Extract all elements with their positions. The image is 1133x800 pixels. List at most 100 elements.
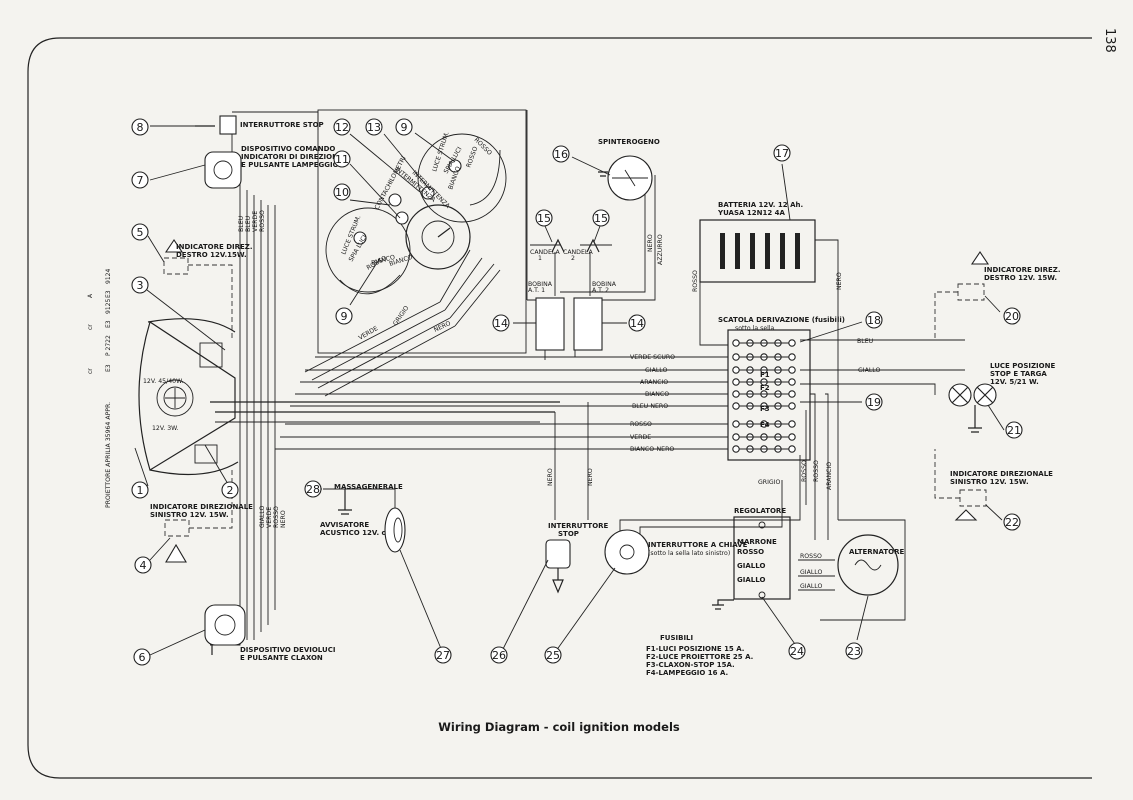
ind-dir-destro-left-2: DESTRO 12V.15W.: [176, 251, 247, 259]
callout-10: 10: [333, 183, 351, 201]
callout-5: 5: [131, 223, 149, 241]
callout-14a: 14: [492, 314, 510, 332]
callout-3-label: 3: [137, 279, 144, 292]
wire-vl-3: VERDE: [252, 211, 259, 232]
ind-dir-destro-left-1: INDICATORE DIREZ.: [176, 243, 253, 251]
junction-terminals: [732, 339, 796, 453]
wire-reg-rosso: ROSSO: [800, 553, 822, 560]
battery-cells: [720, 233, 800, 269]
fuse-box-f2: F2: [760, 384, 770, 392]
wire-azzurro: AZZURRO: [657, 234, 664, 265]
wire-nero-right: NERO: [587, 468, 594, 486]
junction-terminal: [732, 390, 740, 398]
junction-terminal: [788, 366, 796, 374]
diagram-caption: Wiring Diagram - coil ignition models: [438, 720, 680, 734]
callout-15b-label: 15: [594, 212, 608, 225]
projector-codes: cr E3 P 2722 cr E3 9125 A E3 9124: [87, 269, 112, 374]
ind-dir-destro-right-1: INDICATORE DIREZ.: [984, 266, 1061, 274]
callout-15b: 15: [592, 209, 610, 227]
candela-2-b: 2: [571, 255, 575, 262]
callout-21-label: 21: [1007, 424, 1021, 437]
callout-4-label: 4: [140, 559, 147, 572]
callout-12-label: 12: [335, 121, 349, 134]
callout-1: 1: [131, 481, 149, 499]
wire-reg-giallo-1: GIALLO: [800, 569, 823, 576]
junction-box: F1 F2 F3 F4 SCATOLA DERIVAZIONE (fusibil…: [718, 316, 845, 461]
junction-terminal: [788, 433, 796, 441]
reg-terminal-rosso: ROSSO: [737, 548, 764, 556]
callout-27: 27: [434, 646, 452, 664]
candela-1-a: CANDELA: [530, 249, 560, 256]
callout-4: 4: [134, 556, 152, 574]
callout-19: 19: [865, 393, 883, 411]
scatola-label-1: SCATOLA DERIVAZIONE (fusibili): [718, 316, 845, 324]
callout-22: 22: [1003, 513, 1021, 531]
junction-terminal: [732, 445, 740, 453]
alternatore-label: ALTERNATORE: [849, 548, 905, 556]
interruttore-chiave-2: (sotto la sella lato sinistro): [648, 550, 730, 557]
junction-terminal: [788, 420, 796, 428]
candela-2-a: CANDELA: [563, 249, 593, 256]
callout-23-label: 23: [847, 645, 861, 658]
projector-code-e3c: E3: [105, 290, 112, 298]
wire-vb-2: VERDE: [266, 507, 273, 528]
indicator-rear-left: INDICATORE DIREZIONALE SINISTRO 12V. 15W…: [934, 449, 1053, 521]
callout-22-label: 22: [1005, 516, 1019, 529]
callout-18: 18: [865, 311, 883, 329]
interruttore-stop-center-1: INTERRUTTORE: [548, 522, 609, 530]
ind-dir-sinistro-left-1: INDICATORE DIREZIONALE: [150, 503, 253, 511]
callout-2: 2: [221, 481, 239, 499]
junction-terminal: [788, 339, 796, 347]
callout-5-label: 5: [137, 226, 144, 239]
reg-terminal-giallo-1: GIALLO: [737, 562, 765, 570]
callout-11-label: 11: [335, 153, 349, 166]
spark-plugs-and-coils: CANDELA 1 CANDELA 2 BOBINA A.T. 1 BOBINA…: [528, 238, 617, 351]
callout-10-label: 10: [335, 186, 349, 199]
wire-giallo-right: GIALLO: [858, 367, 881, 374]
callout-6-label: 6: [139, 651, 146, 664]
callout-16: 16: [552, 145, 570, 163]
junction-terminal: [788, 353, 796, 361]
fuse-item-3: F3-CLAXON-STOP 15A.: [646, 661, 735, 669]
wire-verde: VERDE: [630, 434, 651, 441]
projector-code-a: A: [87, 293, 94, 298]
wire-diag-grigio: GRIGIO: [392, 305, 411, 327]
projector-code-9125: 9125: [105, 299, 112, 314]
wire-vb-1: GIALLO: [259, 505, 266, 528]
callout-8-label: 8: [137, 121, 144, 134]
projector-code-cr2: cr: [87, 324, 94, 330]
fuse-legend: FUSIBILI F1-LUCI POSIZIONE 15 A. F2-LUCE…: [646, 634, 753, 677]
wire-vl-2: BLEU: [245, 216, 252, 232]
massa-generale-label: MASSAGENERALE: [334, 483, 403, 491]
callout-17: 17: [773, 144, 791, 162]
indicator-front-left: INDICATORE DIREZIONALE SINISTRO 12V. 15W…: [150, 470, 253, 563]
reg-terminal-giallo-2: GIALLO: [737, 576, 765, 584]
spinterogeno-label: SPINTEROGENO: [598, 138, 660, 146]
ind-dir-sinistro-left-2: SINISTRO 12V. 15W.: [150, 511, 229, 519]
scatola-label-2: sotto la sella: [735, 325, 775, 332]
junction-terminal: [732, 339, 740, 347]
wire-vl-4: ROSSO: [259, 210, 266, 232]
dispositivo-deviol-2: E PULSANTE CLAXON: [240, 654, 323, 662]
callout-21: 21: [1005, 421, 1023, 439]
callout-18-label: 18: [867, 314, 881, 327]
junction-terminal: [788, 378, 796, 386]
ind-dir-sinistro-right-1: INDICATORE DIREZIONALE: [950, 470, 1053, 478]
tail-light: LUCE POSIZIONE STOP E TARGA 12V. 5/21 W.: [948, 362, 1055, 433]
wire-rosso-v1: ROSSO: [801, 460, 808, 482]
indicator-front-right: INDICATORE DIREZ. DESTRO 12V.15W.: [163, 239, 253, 340]
callout-24: 24: [788, 642, 806, 660]
interruttore-stop-label: INTERRUTTORE STOP: [240, 121, 324, 129]
callout-12: 12: [333, 118, 351, 136]
direction-switch: DISPOSITIVO COMANDO INDICATORI DI DIREZI…: [204, 145, 343, 189]
junction-terminal: [732, 402, 740, 410]
wire-bleu-nero: BLEU-NERO: [632, 403, 668, 410]
junction-terminal: [732, 366, 740, 374]
page-frame: 1 3 8: [27, 28, 1117, 779]
reg-terminal-marrone: MARRONE: [737, 538, 777, 546]
callout-25: 25: [544, 646, 562, 664]
callout-7-label: 7: [137, 174, 144, 187]
callout-14b-label: 14: [630, 317, 644, 330]
fuse-item-2: F2-LUCE PROIETTORE 25 A.: [646, 653, 753, 661]
wire-giallo: GIALLO: [645, 367, 668, 374]
